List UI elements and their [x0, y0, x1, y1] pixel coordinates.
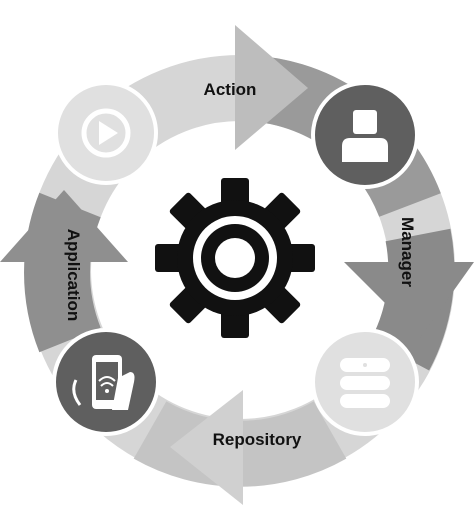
gear-icon [155, 178, 315, 338]
play-icon [81, 108, 131, 158]
arrowhead-action [235, 25, 308, 150]
stage-node-manager [311, 81, 419, 189]
arrowhead-repository [170, 390, 243, 505]
user-icon [342, 110, 388, 162]
stage-label-action: Action [204, 80, 257, 99]
mobile-hand-icon [72, 355, 135, 410]
cycle-arrowheads [0, 25, 474, 505]
stage-node-application [52, 328, 160, 436]
stage-label-manager: Manager [398, 217, 417, 287]
database-icon [340, 358, 390, 408]
stage-label-application: Application [64, 229, 83, 322]
stage-label-repository: Repository [213, 430, 302, 449]
arrowhead-application [0, 190, 128, 262]
stage-node-action [54, 81, 158, 185]
stage-node-repository [311, 328, 419, 436]
arrowhead-manager [344, 262, 474, 338]
